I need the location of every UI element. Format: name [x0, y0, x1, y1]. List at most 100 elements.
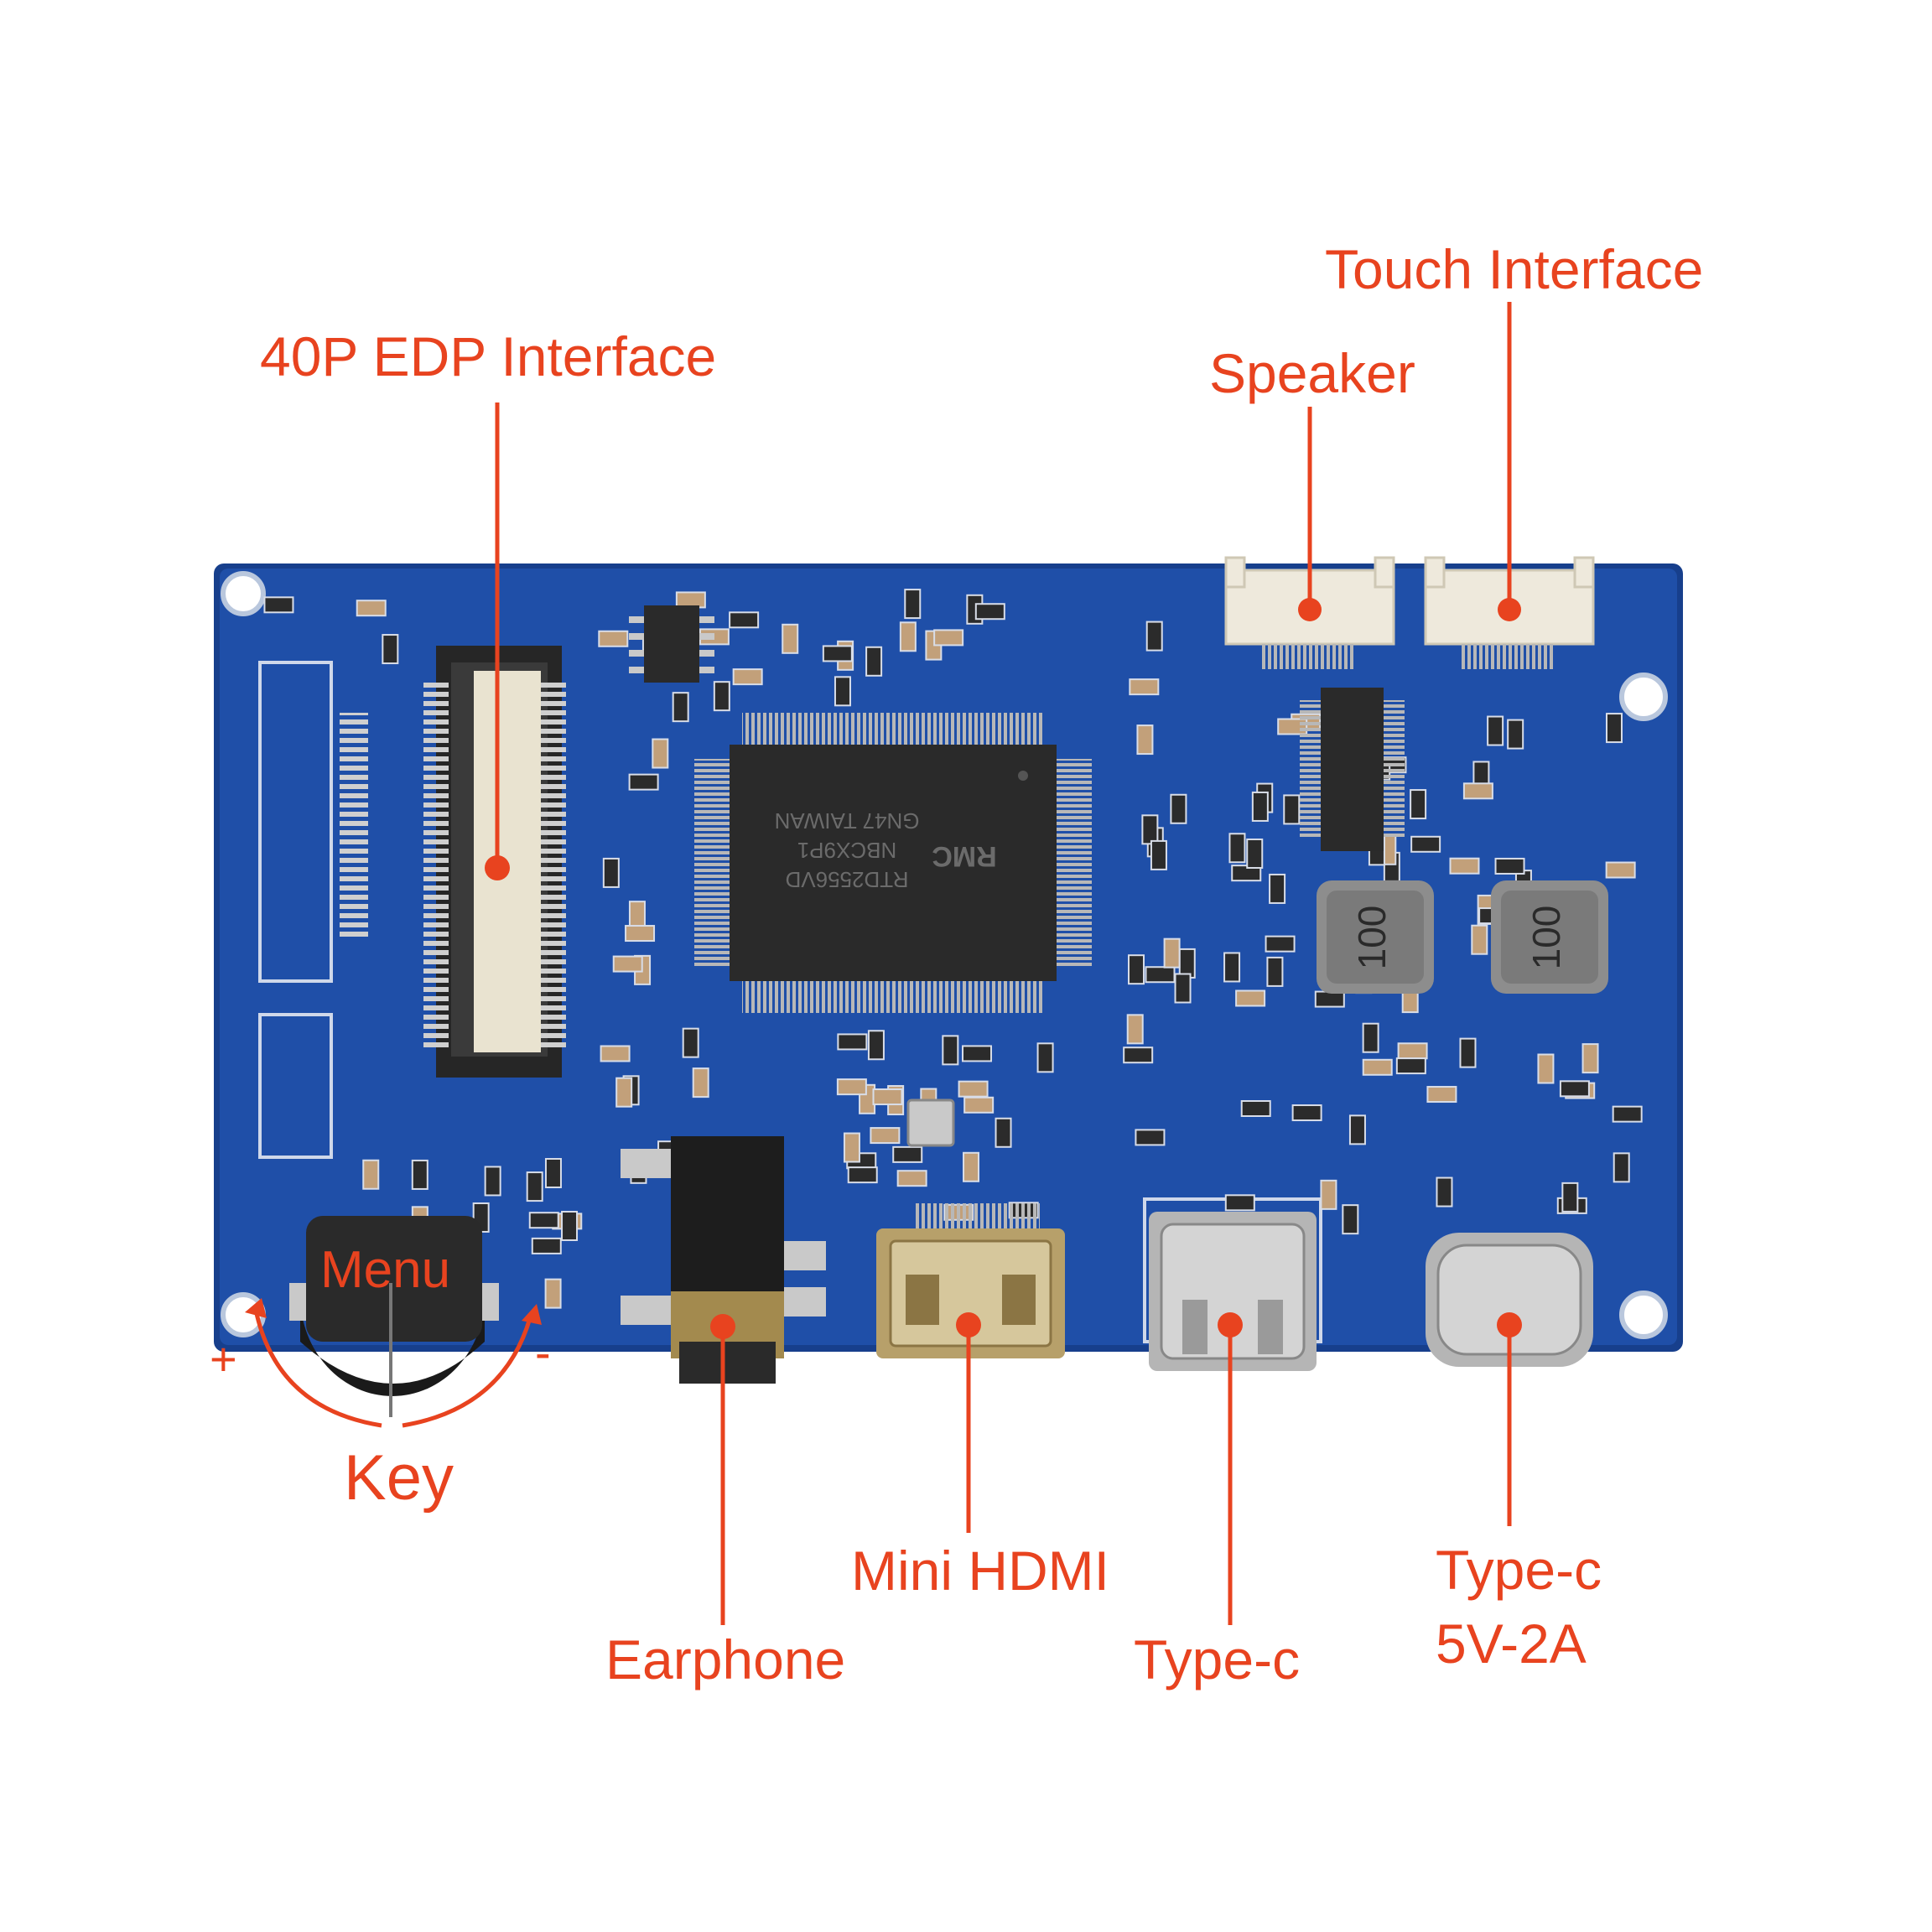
typec-port — [1149, 1212, 1317, 1371]
touch-dot — [1498, 598, 1521, 621]
smd-component — [1362, 1058, 1393, 1076]
smd-component — [675, 591, 706, 609]
menu-key — [289, 1216, 499, 1417]
smd-component — [713, 681, 730, 712]
typec-power-label-line1: Type-c — [1436, 1539, 1602, 1601]
edp-label: 40P EDP Interface — [260, 325, 716, 387]
smd-component — [843, 1132, 860, 1163]
smd-component — [1507, 719, 1524, 750]
smd-component — [963, 1151, 980, 1182]
smd-component — [867, 1030, 885, 1061]
smd-component — [904, 589, 922, 620]
smd-component — [356, 600, 387, 617]
chip-marking-2: NBCX9P1 — [797, 838, 897, 863]
smd-component — [1251, 791, 1269, 822]
mini-hdmi-port — [876, 1203, 1065, 1358]
typec-power-port — [1426, 1233, 1593, 1367]
fpc-connector-left — [340, 713, 368, 939]
mounting-hole — [1619, 673, 1668, 721]
smd-component — [362, 1159, 380, 1190]
smd-component — [933, 629, 964, 647]
smd-component — [1269, 873, 1286, 904]
inductor-1-marking: 100 — [1350, 906, 1394, 970]
smd-component — [1559, 1080, 1590, 1098]
minus-arc — [402, 1317, 532, 1428]
smd-component — [870, 1127, 901, 1145]
smd-component — [612, 955, 643, 973]
smd-component — [692, 1067, 709, 1098]
touch-label: Touch Interface — [1325, 238, 1703, 300]
smd-component — [528, 1212, 559, 1229]
crystal — [906, 1098, 955, 1147]
eeprom-chip — [629, 605, 714, 683]
inductor-2-marking: 100 — [1524, 906, 1568, 970]
smd-component — [1397, 1042, 1428, 1060]
smd-component — [1136, 724, 1154, 756]
smd-component — [732, 668, 763, 686]
typec-power-dot — [1497, 1312, 1522, 1337]
smd-component — [531, 1237, 562, 1254]
smd-component — [1231, 865, 1262, 882]
smd-component — [1471, 924, 1488, 955]
chip-pins-top — [742, 713, 1044, 745]
smd-component — [1150, 839, 1167, 870]
smd-component — [1348, 1114, 1366, 1145]
plus-label: + — [210, 1332, 237, 1385]
smd-component — [1291, 1104, 1322, 1122]
smd-component — [1126, 1014, 1144, 1045]
typec-power-label-line2: 5V-2A — [1436, 1613, 1587, 1675]
smd-component — [1342, 1204, 1359, 1235]
smd-component — [942, 1035, 959, 1066]
chip-marking-3: GN47 TAIWAN — [775, 808, 920, 834]
earphone-jack — [621, 1136, 826, 1384]
smd-component — [847, 1166, 878, 1184]
chip-pins-bottom — [742, 981, 1044, 1013]
chip-pin1-dot — [1018, 771, 1028, 781]
smd-component — [1612, 1105, 1643, 1123]
smd-component — [600, 1045, 631, 1062]
chip-pins-right — [1054, 759, 1092, 969]
chip-logo: RMC — [932, 840, 996, 872]
speaker-dot — [1298, 598, 1322, 621]
smd-component — [1141, 814, 1159, 845]
smd-component — [1436, 1176, 1453, 1208]
mini-hdmi-label: Mini HDMI — [851, 1540, 1109, 1602]
smd-component — [652, 738, 669, 769]
smd-component — [1170, 793, 1187, 824]
smd-component — [872, 1088, 903, 1106]
smd-component — [615, 1077, 633, 1108]
smd-component — [1228, 833, 1246, 864]
silkscreen-outline — [258, 661, 333, 983]
smd-component — [1537, 1053, 1555, 1084]
smd-component — [1123, 1046, 1154, 1064]
smd-component — [1163, 937, 1181, 969]
smd-component — [625, 925, 656, 943]
smd-component — [1265, 935, 1296, 953]
smd-component — [834, 676, 851, 707]
callout-lines — [245, 302, 1522, 1625]
chip-body — [730, 745, 1057, 981]
smd-component — [1129, 678, 1160, 696]
smd-component — [672, 692, 689, 723]
plus-arrow-head — [245, 1298, 267, 1318]
smd-component — [729, 611, 760, 629]
smd-component — [1235, 989, 1266, 1007]
smd-component — [561, 1210, 579, 1241]
inductor-1: 100 — [1317, 880, 1434, 994]
silkscreen-outline — [258, 1013, 333, 1159]
smd-component — [1613, 1152, 1630, 1183]
minus-label: - — [535, 1326, 551, 1379]
speaker-label: Speaker — [1209, 342, 1415, 404]
smd-component — [1240, 1100, 1271, 1118]
smd-component — [526, 1171, 543, 1202]
inductor-2: 100 — [1491, 880, 1608, 994]
mounting-hole — [1619, 1291, 1668, 1339]
smd-component — [899, 621, 917, 652]
smd-component — [974, 603, 1005, 621]
menu-label: Menu — [320, 1241, 450, 1299]
smd-component — [1581, 1043, 1599, 1074]
smd-component — [544, 1278, 562, 1309]
chip-marking-1: RTD2556VD — [786, 867, 909, 892]
smd-component — [1174, 973, 1192, 1004]
labels: 40P EDP Interface Touch Interface Speake… — [210, 238, 1703, 1690]
